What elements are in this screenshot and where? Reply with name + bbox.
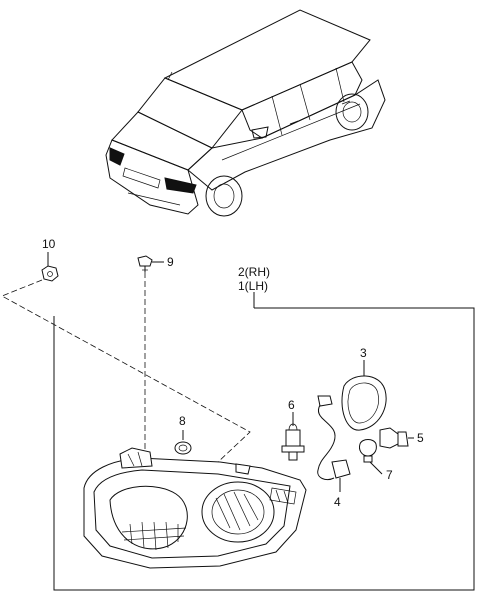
- callout-2-rh: 2(RH): [238, 265, 270, 279]
- car-illustration: [105, 9, 386, 217]
- callout-7: 7: [386, 468, 393, 482]
- screw-part: [137, 255, 164, 452]
- cap-part: [174, 430, 192, 455]
- callout-4: 4: [334, 495, 341, 509]
- callout-5: 5: [417, 431, 424, 445]
- callout-6: 6: [288, 398, 295, 412]
- headlamp-assembly: [83, 447, 307, 569]
- callout-9: 9: [167, 255, 174, 269]
- wiring-harness-part: [317, 395, 351, 492]
- retainer-ring-part: [341, 360, 387, 431]
- callout-1-lh: 1(LH): [238, 279, 268, 293]
- small-bulb-part: [359, 439, 383, 475]
- assembly-frame: [53, 307, 475, 591]
- socket-part: [379, 427, 414, 449]
- callout-10: 10: [42, 237, 56, 251]
- callout-3: 3: [360, 346, 367, 360]
- main-bulb-part: [281, 412, 305, 461]
- callout-8: 8: [179, 414, 186, 428]
- nut-part: [41, 252, 59, 282]
